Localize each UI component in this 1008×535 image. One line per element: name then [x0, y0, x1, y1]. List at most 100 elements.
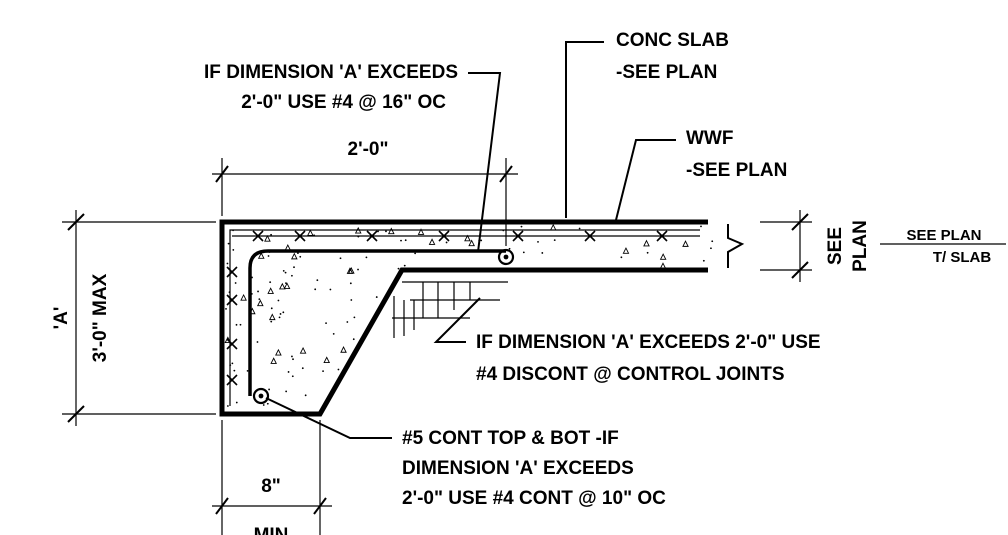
aggregate-mark	[270, 357, 277, 364]
reinforcement	[229, 229, 700, 406]
aggregate-dot	[541, 252, 544, 254]
cover-line	[229, 229, 700, 406]
aggregate-dot	[225, 308, 227, 310]
note-if-dim-mid-1: IF DIMENSION 'A' EXCEEDS 2'-0" USE	[476, 332, 821, 353]
note-wwf-2: -SEE PLAN	[686, 160, 787, 181]
cont-bar-bot	[252, 387, 270, 405]
aggregate-mark	[428, 238, 436, 245]
aggregate-mark	[256, 299, 264, 307]
aggregate-dot	[278, 316, 281, 319]
note-if-dim-top-2: 2'-0" USE #4 @ 16" OC	[241, 92, 446, 113]
note-wwf-1: WWF	[686, 128, 733, 149]
aggregate-dot	[350, 299, 353, 301]
aggregate-dot	[403, 264, 406, 267]
dim-8-text: 8"	[261, 476, 281, 497]
aggregate-mark	[417, 228, 425, 235]
aggregate-mark	[268, 313, 276, 321]
leader-if-dim-top	[468, 72, 502, 253]
aggregate-mark	[347, 267, 355, 274]
wwf-x-mark	[438, 230, 450, 242]
aggregate-dot	[553, 239, 556, 241]
note-if-dim-top-1: IF DIMENSION 'A' EXCEEDS	[204, 62, 458, 83]
aggregate-dot	[232, 249, 235, 251]
aggregate-mark	[659, 253, 667, 260]
aggregate-dot	[702, 259, 705, 262]
aggregate-dot	[277, 299, 280, 302]
aggregate-dot	[700, 225, 702, 228]
aggregate-dot	[234, 282, 237, 284]
aggregate-dot	[710, 247, 712, 250]
leader-if-dim-mid	[433, 297, 481, 343]
aggregate-dot	[301, 367, 304, 370]
wwf-x-mark	[226, 374, 238, 386]
aggregate-dot	[256, 341, 259, 343]
aggregate-dot	[304, 394, 307, 397]
aggregate-dot	[400, 239, 402, 242]
aggregate-dot	[404, 239, 407, 242]
aggregate-dot	[287, 371, 290, 373]
wwf-x-mark	[252, 230, 264, 242]
see-text: SEE	[825, 227, 846, 265]
aggregate-dot	[346, 321, 349, 323]
aggregate-mark	[387, 227, 395, 235]
aggregate-mark	[264, 234, 271, 242]
concrete-stipple	[224, 223, 714, 407]
thickened-edge-outline	[219, 219, 708, 417]
aggregate-dot	[522, 251, 525, 254]
dim-2-0-text: 2'-0"	[348, 139, 389, 160]
aggregate-dot	[397, 267, 400, 270]
aggregate-dot	[239, 323, 242, 326]
note-conc-slab-1: CONC SLAB	[616, 30, 729, 51]
leader-lines	[265, 41, 676, 439]
aggregate-dot	[226, 405, 229, 407]
aggregate-dot	[270, 307, 273, 310]
wwf-x-mark	[512, 230, 524, 242]
plan-text: PLAN	[850, 220, 871, 272]
note-if-dim-mid-2: #4 DISCONT @ CONTROL JOINTS	[476, 364, 785, 385]
aggregate-dot	[269, 281, 272, 284]
aggregate-dot	[352, 338, 355, 341]
dim-3-0-max: 'A' 3'-0" MAX	[51, 210, 216, 426]
aggregate-mark	[323, 356, 331, 364]
aggregate-dot	[339, 257, 342, 260]
dim-slab-thickness: SEE PLAN	[760, 210, 871, 282]
aggregate-dot	[227, 242, 230, 245]
dim-3-0-max-text: 3'-0" MAX	[90, 273, 111, 362]
aggregate-dot	[353, 316, 356, 319]
aggregate-mark	[659, 262, 667, 269]
wwf-x-marks	[226, 230, 668, 386]
aggregate-dot	[285, 390, 288, 393]
dim-a-text: 'A'	[51, 307, 72, 330]
aggregate-dot	[235, 323, 238, 326]
aggregate-dot	[332, 333, 335, 335]
wwf-x-mark	[226, 266, 238, 278]
wwf-x-mark	[294, 230, 306, 242]
aggregate-dot	[279, 313, 282, 315]
see-plan-right-text: SEE PLAN	[906, 227, 981, 244]
aggregate-dot	[349, 282, 352, 285]
aggregate-dot	[414, 252, 417, 255]
wwf-x-mark	[656, 230, 668, 242]
aggregate-mark	[257, 252, 265, 259]
aggregate-dot	[480, 239, 483, 242]
dim-8-min: 8" MIN	[212, 420, 332, 535]
leader-wwf	[615, 139, 676, 221]
aggregate-dot	[520, 225, 523, 228]
dim-2-0: 2'-0"	[212, 139, 518, 246]
concrete-section	[219, 219, 708, 417]
aggregate-mark	[275, 348, 282, 356]
t-slab-tag: SEE PLAN T/ SLAB	[880, 227, 1006, 266]
aggregate-dot	[291, 274, 293, 277]
aggregate-mark	[340, 346, 347, 353]
aggregate-mark	[267, 287, 275, 294]
aggregate-dot	[325, 322, 327, 324]
leader-cont	[265, 397, 392, 439]
cont-bar-top	[497, 248, 515, 266]
aggregate-dot	[357, 268, 359, 271]
aggregate-dot	[231, 362, 234, 365]
aggregate-dot	[270, 320, 273, 323]
aggregate-mark	[622, 247, 630, 254]
aggregate-mark	[299, 346, 307, 354]
aggregate-mark	[643, 239, 650, 247]
